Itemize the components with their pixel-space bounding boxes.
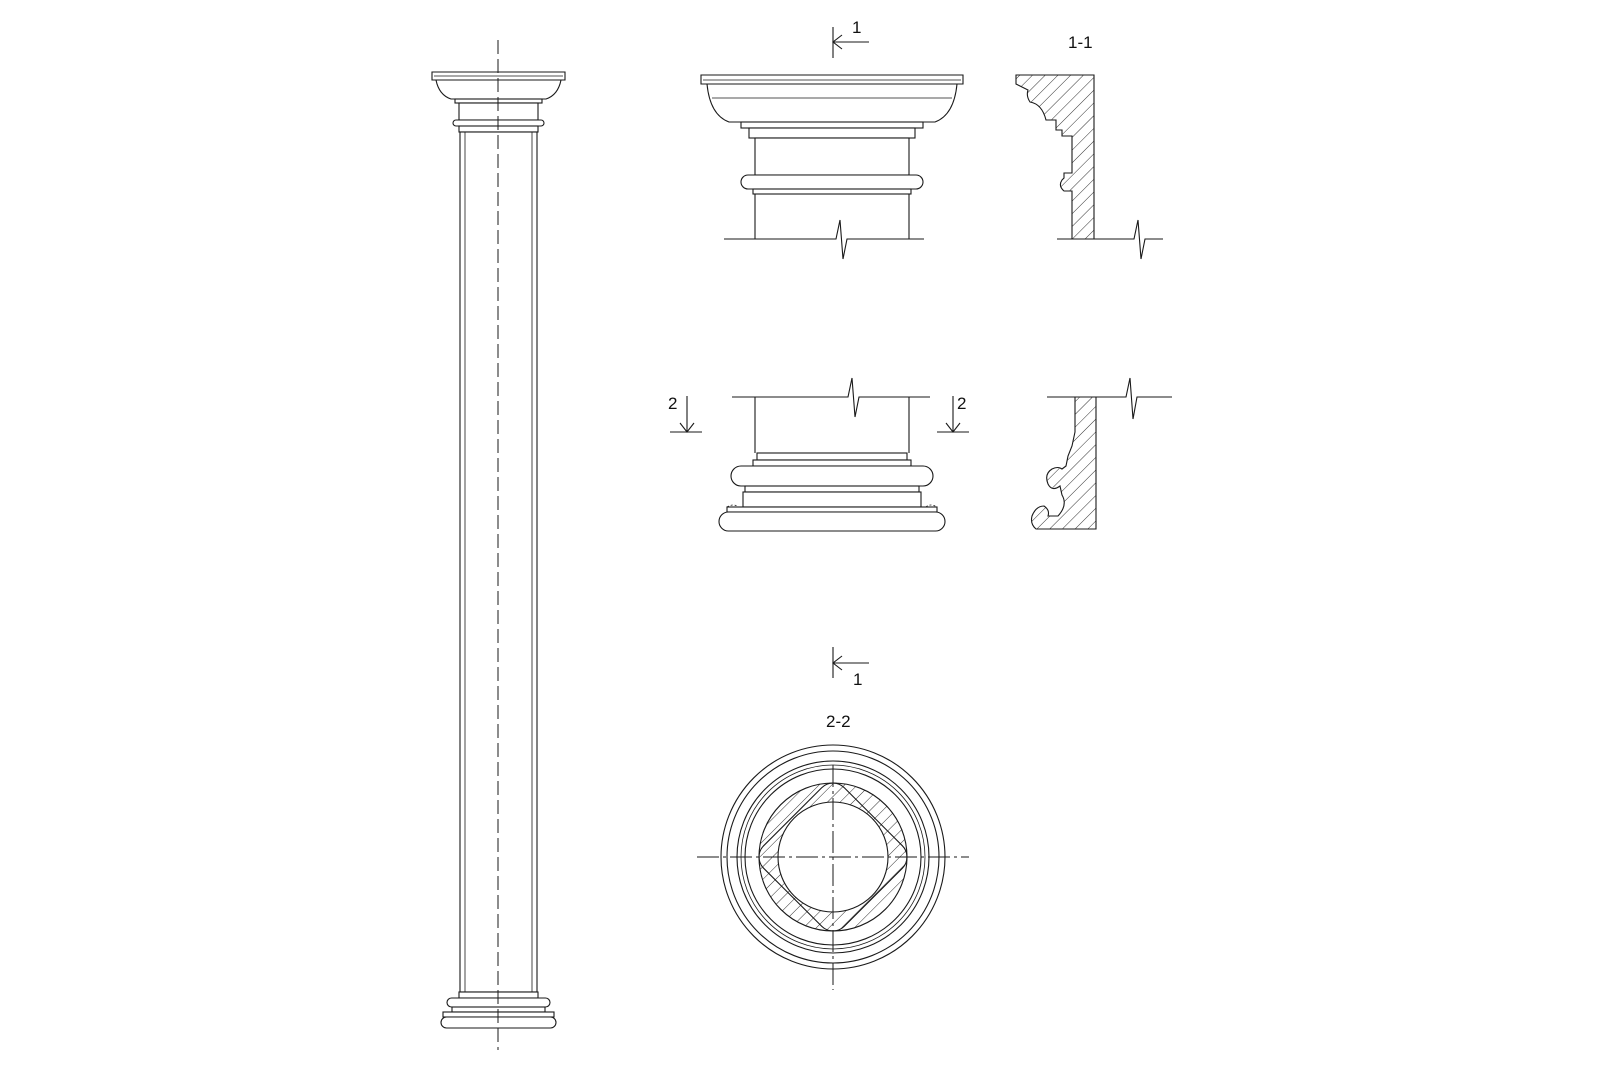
cut-marker-1-bottom: 1 (832, 647, 869, 689)
capital-elevation (700, 74, 964, 260)
section-title-1-1: 1-1 (1068, 33, 1093, 52)
base-elevation (718, 377, 946, 532)
cut-label-2-right: 2 (957, 394, 966, 413)
cut-label-1-top: 1 (852, 18, 861, 37)
cut-marker-2-left: 2 (668, 394, 702, 433)
cut-marker-2-right: 2 (937, 394, 969, 433)
cut-marker-1-top: 1 (832, 18, 869, 58)
base-plan-section (697, 744, 969, 990)
section-title-2-2: 2-2 (826, 712, 851, 731)
cut-label-2-left: 2 (668, 394, 677, 413)
full-column-elevation (431, 40, 566, 1050)
capital-section-profile (1015, 74, 1163, 260)
cut-label-1-bottom: 1 (853, 670, 862, 689)
base-section-profile (1030, 377, 1172, 530)
